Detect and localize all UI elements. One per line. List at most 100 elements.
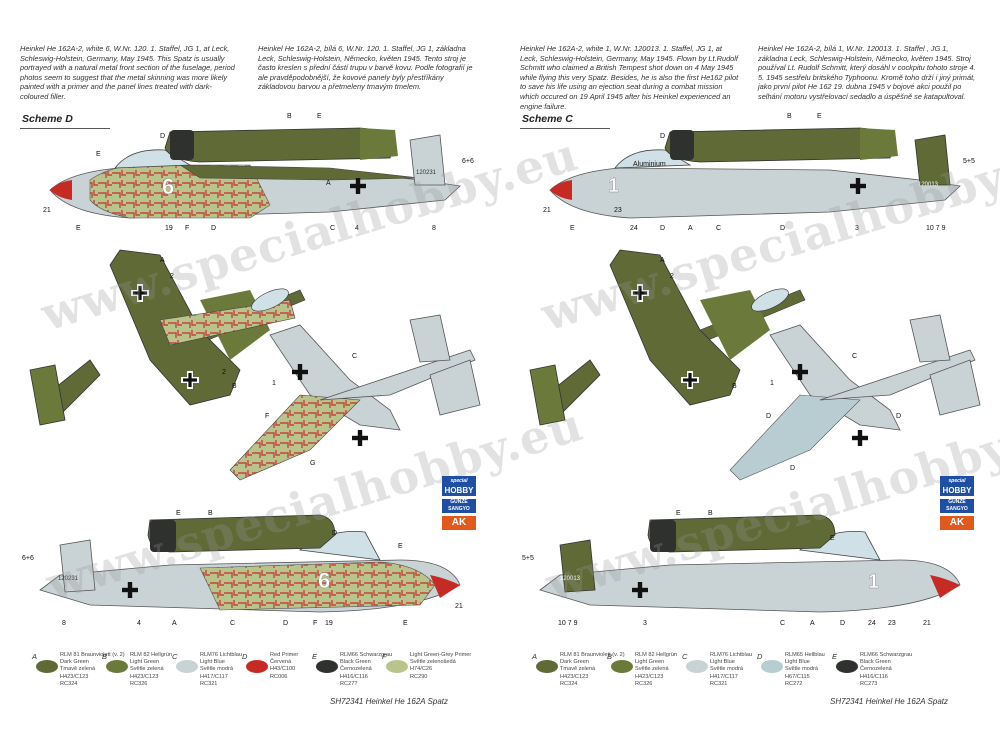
callout-19: 19: [165, 225, 173, 232]
r-callout-3: 3: [855, 225, 859, 232]
r-callout-a: A: [688, 225, 693, 232]
left-top-view: [29, 249, 306, 426]
legend-code: D: [757, 652, 763, 661]
r-callout-d: D: [660, 133, 665, 140]
right-bottom-view: [729, 314, 981, 481]
callout-a-mid: A: [160, 257, 165, 264]
r-callout-d-bot: D: [840, 620, 845, 627]
callout-d: D: [160, 133, 165, 140]
ak-logo-right: AK: [940, 516, 974, 530]
special-hobby-logo: special HOBBY: [442, 476, 476, 496]
legend-code: B: [102, 652, 108, 661]
r-callout-c-mid: C: [852, 353, 857, 360]
r-callout-24: 24: [630, 225, 638, 232]
left-wnr: 120231: [416, 170, 437, 176]
left-wnr-bottom: 120231: [58, 576, 79, 582]
left-code-number: 6: [162, 174, 174, 199]
r-callout-e-bot: E: [676, 510, 681, 517]
callout-e3-bot: E: [403, 620, 408, 627]
right-desc-cz: Heinkel He 162A-2, bílá 1, W.Nr. 120013.…: [758, 44, 976, 101]
callout-c-bot: C: [230, 620, 235, 627]
r-callout-23: 23: [614, 207, 622, 214]
special-hobby-logo-right: special HOBBY: [940, 476, 974, 496]
r-callout-21-bot: 21: [923, 620, 931, 627]
r-callout-d2: D: [660, 225, 665, 232]
legend-swatch: [536, 660, 558, 673]
legend-swatch: [611, 660, 633, 673]
r-callout-1079-bot: 10 7 9: [558, 620, 578, 627]
right-side-profile-top: 1 120013 5+5 Aluminium: [549, 127, 975, 219]
callout-19-bot: 19: [325, 620, 333, 627]
callouts-left-bottom: E B D E 8 4 A C D F 19 E 21: [62, 510, 463, 627]
left-bottom-view: [229, 314, 481, 481]
right-fin-mark-bottom: 5+5: [522, 555, 534, 562]
legend-code: D: [242, 652, 248, 661]
r-callout-21: 21: [543, 207, 551, 214]
legend-swatch: [836, 660, 858, 673]
left-desc-cz: Heinkel He 162A-2, bílá 6, W.Nr. 120. 1.…: [258, 44, 473, 92]
r-callout-a-bot: A: [810, 620, 815, 627]
callout-2-mid: 2: [170, 273, 174, 280]
legend-code: A: [532, 652, 538, 661]
callout-g-mid: G: [310, 460, 315, 467]
callout-d2-bot: D: [283, 620, 288, 627]
legend-swatch: [246, 660, 268, 673]
legend-swatch: [686, 660, 708, 673]
callout-f-mid: F: [265, 413, 269, 420]
right-desc-en: Heinkel He 162A-2, white 1, W.Nr. 120013…: [520, 44, 739, 111]
ak-logo: AK: [442, 516, 476, 530]
callout-e2-bot: E: [398, 543, 403, 550]
r-callout-b: B: [787, 113, 792, 120]
r-callout-d3: D: [780, 225, 785, 232]
left-scheme-underline: [20, 128, 110, 129]
right-side-profile-bottom: 1 120013 5+5: [522, 514, 961, 613]
r-callout-a-mid: A: [660, 257, 665, 264]
right-wnr: 120013: [918, 182, 939, 188]
callout-b-bot: B: [208, 510, 213, 517]
legend-code: C: [172, 652, 178, 661]
legend-swatch: [36, 660, 58, 673]
left-desc-en: Heinkel He 162A-2, white 6, W.Nr. 120. 1…: [20, 44, 235, 101]
r-callout-d3-mid: D: [790, 465, 795, 472]
callouts-left-top: D B E E 21 E 19 F D A C 4 8: [43, 113, 436, 232]
r-callout-e2-bot: E: [830, 535, 835, 542]
right-code-number-bottom: 1: [868, 571, 879, 593]
legend-swatch: [761, 660, 783, 673]
legend-code: E: [832, 652, 838, 661]
left-scheme-title: Scheme D: [22, 113, 73, 125]
callout-e-bot: E: [176, 510, 181, 517]
callout-21: 21: [43, 207, 51, 214]
callout-a-bot: A: [172, 620, 177, 627]
r-callout-2-mid: 2: [670, 273, 674, 280]
left-code-number-bottom: 6: [318, 568, 330, 593]
callout-a: A: [326, 180, 331, 187]
legend-code: C: [682, 652, 688, 661]
legend-code: E: [312, 652, 318, 661]
right-scheme-underline: [520, 128, 610, 129]
r-callout-23-bot: 23: [888, 620, 896, 627]
r-callout-1079: 10 7 9: [926, 225, 946, 232]
callout-e3: E: [76, 225, 81, 232]
callout-b-mid: B: [232, 383, 237, 390]
callouts-left-mid: A 2 B 2 C 1 F G: [160, 257, 357, 467]
legend-code: B: [607, 652, 613, 661]
legend-swatch: [316, 660, 338, 673]
right-code-number: 1: [608, 175, 619, 197]
legend-swatch: [386, 660, 408, 673]
right-fin-mark: 5+5: [963, 158, 975, 165]
r-callout-b-mid: B: [732, 383, 737, 390]
r-callout-c: C: [716, 225, 721, 232]
callout-f: F: [185, 225, 189, 232]
callout-1-mid: 1: [272, 380, 276, 387]
